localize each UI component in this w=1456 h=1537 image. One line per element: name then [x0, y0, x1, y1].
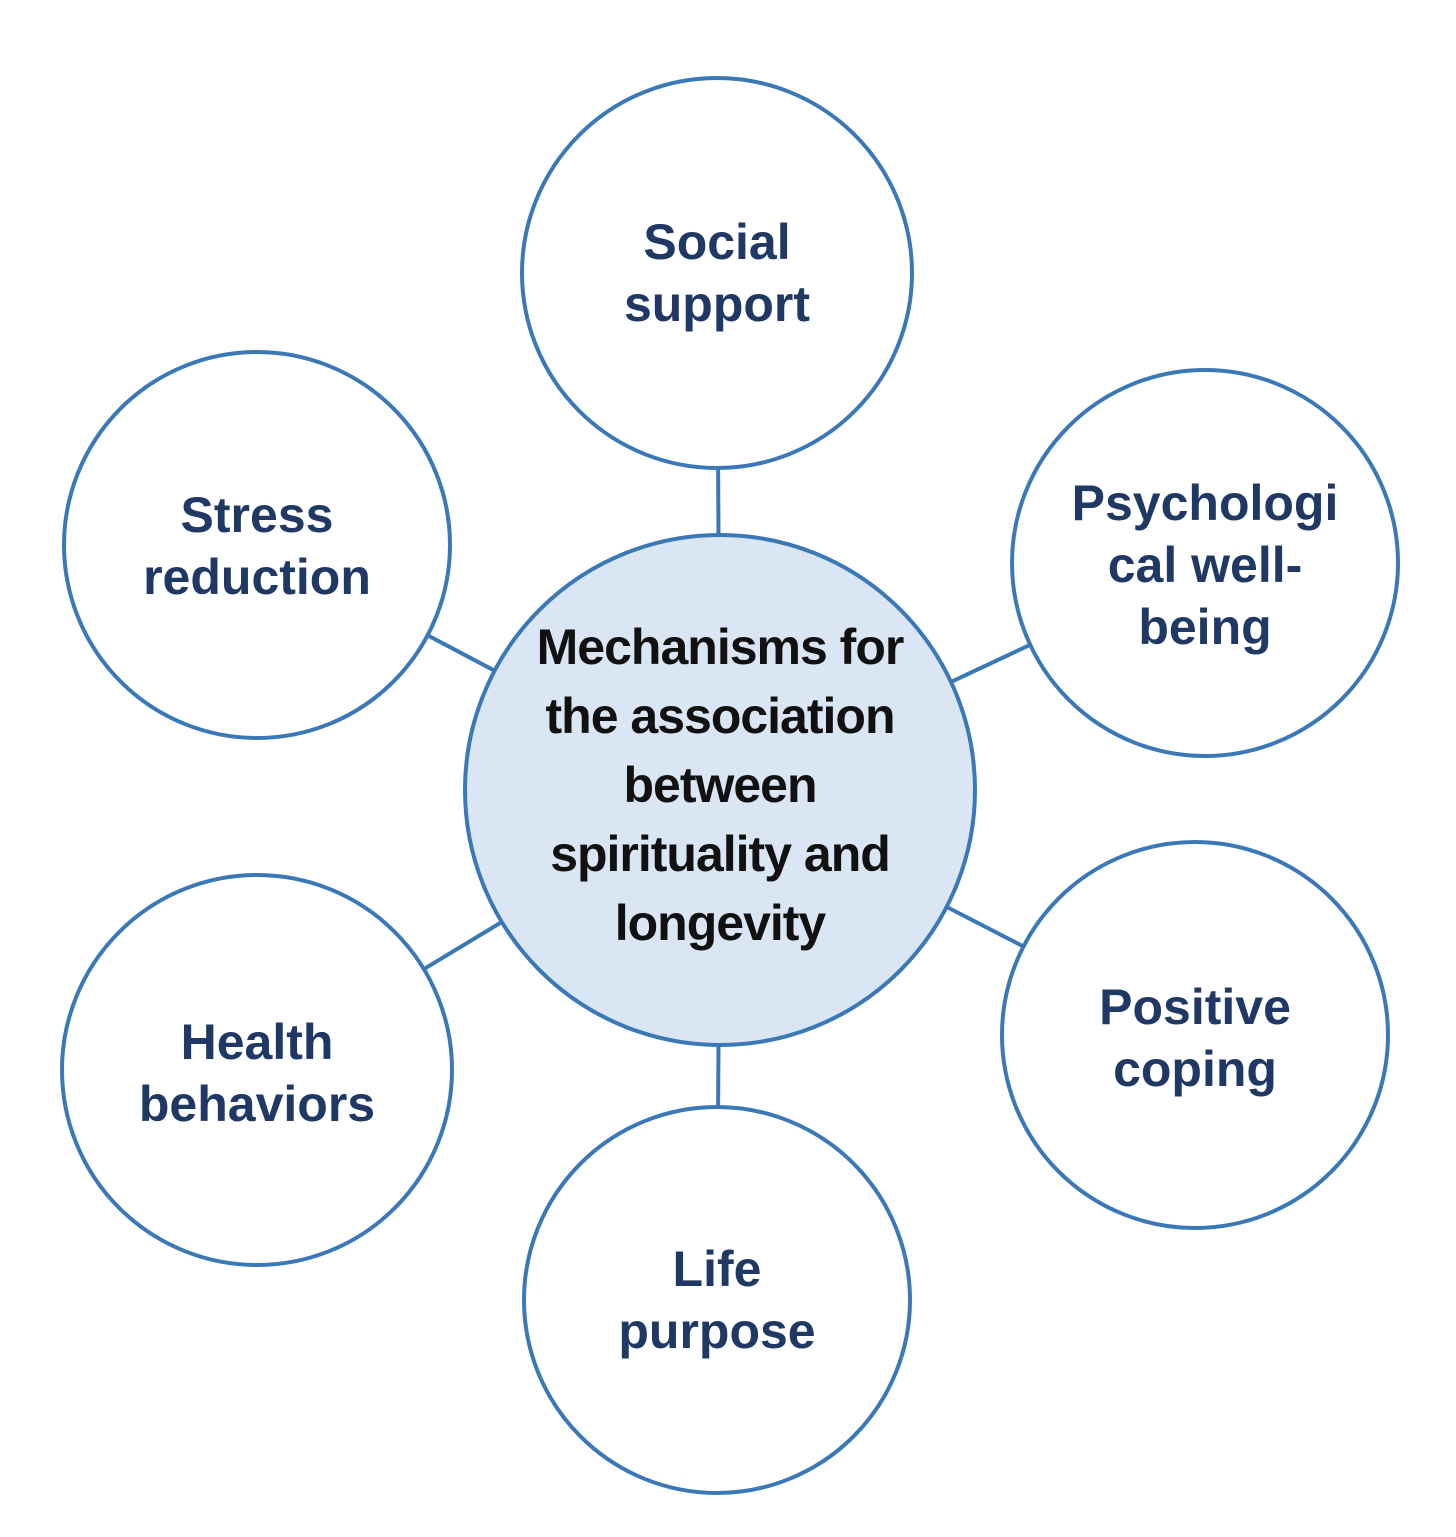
- center-circle: [463, 533, 977, 1047]
- node-circle-positive-coping: [1000, 840, 1390, 1230]
- node-circle-life-purpose: [522, 1105, 912, 1495]
- connector-stress-reduction: [426, 633, 496, 673]
- connector-health-behaviors: [422, 920, 503, 971]
- connector-psychological-well-being: [950, 642, 1032, 684]
- node-circle-psychological-well-being: [1010, 368, 1400, 758]
- connector-positive-coping: [945, 905, 1025, 949]
- connector-lines: [422, 467, 1032, 1108]
- node-circle-social-support: [520, 76, 914, 470]
- node-circle-health-behaviors: [60, 873, 454, 1267]
- node-circles: [60, 76, 1400, 1495]
- node-circle-stress-reduction: [62, 350, 452, 740]
